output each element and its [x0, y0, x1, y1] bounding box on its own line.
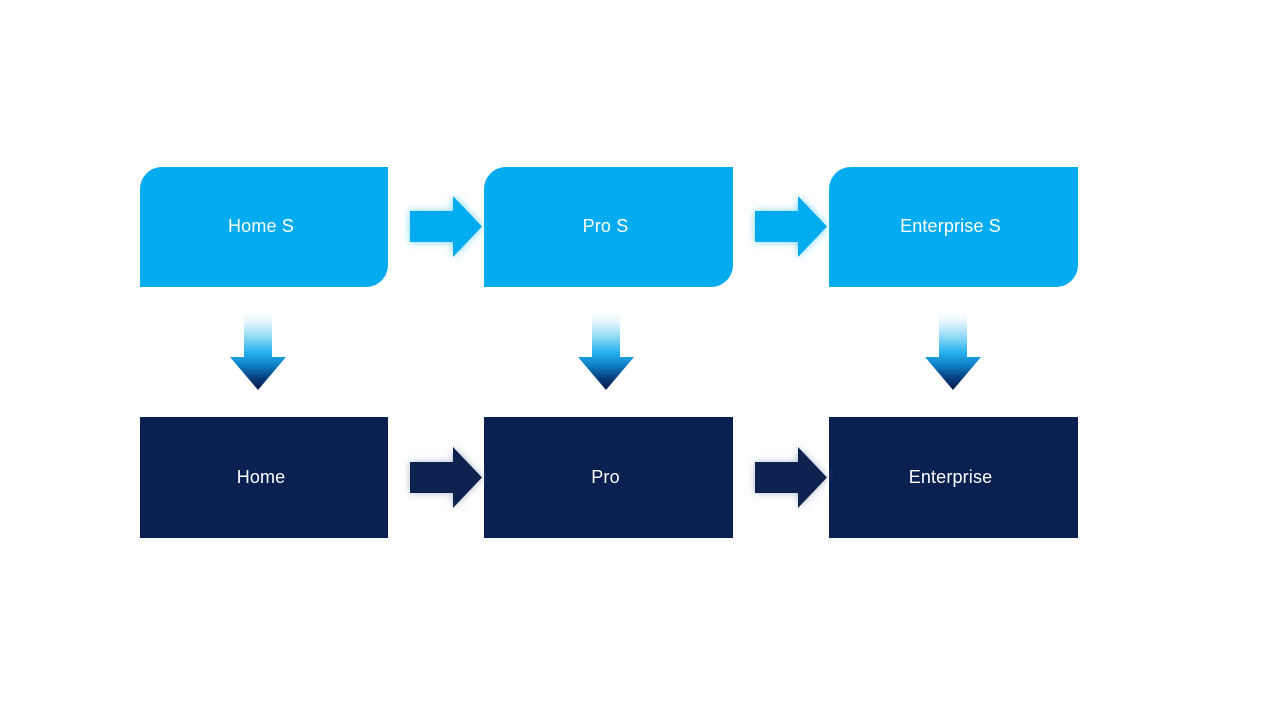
- node-pro-label: Pro: [591, 466, 620, 487]
- node-home-label: Home: [236, 466, 286, 487]
- node-pro-s-label: Pro S: [582, 216, 629, 237]
- node-home[interactable]: Home: [140, 417, 388, 538]
- node-home-s[interactable]: Home S: [140, 167, 388, 287]
- node-enterprise-s[interactable]: Enterprise S: [829, 167, 1078, 287]
- arrow-home-s-to-pro-s: [410, 196, 482, 257]
- node-pro[interactable]: Pro: [484, 417, 733, 538]
- arrow-enterprise-s-down-to-enterprise: [925, 312, 981, 390]
- arrow-home-s-down-to-home: [230, 312, 286, 390]
- arrow-home-to-pro: [410, 447, 482, 508]
- arrow-pro-to-enterprise: [755, 447, 827, 508]
- node-enterprise-s-label: Enterprise S: [900, 216, 1001, 237]
- arrow-pro-s-to-enterprise-s: [755, 196, 827, 257]
- node-enterprise[interactable]: Enterprise: [829, 417, 1078, 538]
- node-pro-s[interactable]: Pro S: [484, 167, 733, 287]
- node-home-s-label: Home S: [228, 216, 294, 237]
- node-enterprise-label: Enterprise: [908, 466, 993, 487]
- arrow-pro-s-down-to-pro: [578, 312, 634, 390]
